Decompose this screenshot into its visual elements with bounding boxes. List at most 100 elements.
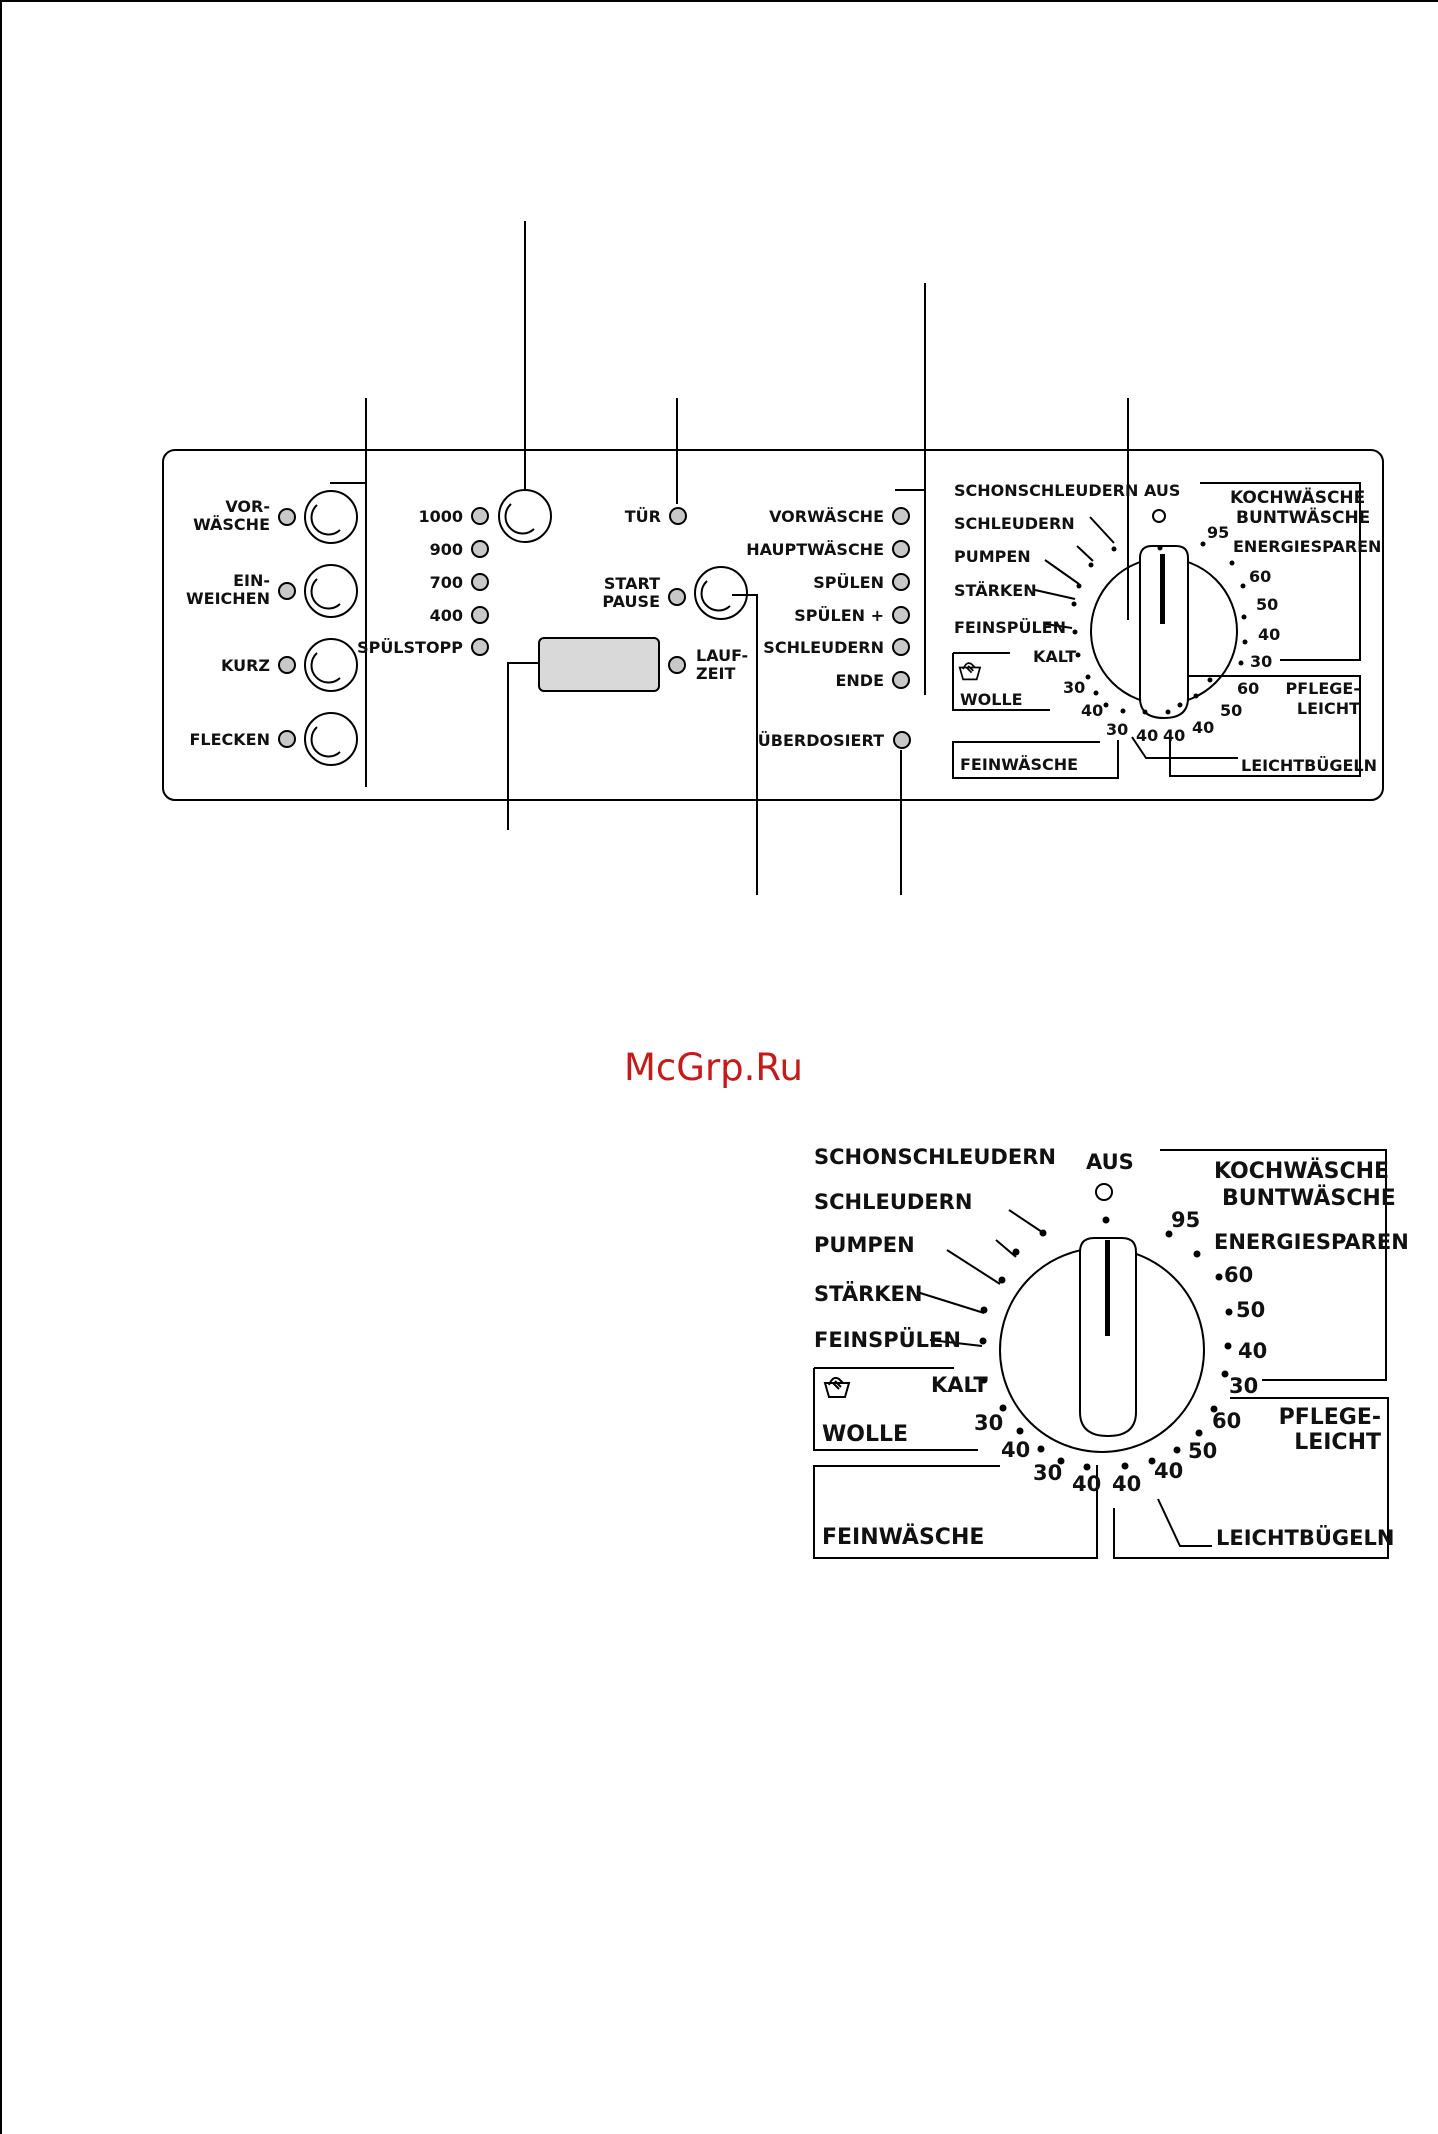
large-dial-dot-11 — [1121, 1462, 1129, 1470]
large-leicht-temp-40: 40 — [1112, 1472, 1141, 1496]
large-pflege-temp-50: 50 — [1188, 1439, 1217, 1463]
large-dial-dot-19 — [1215, 1273, 1223, 1281]
speed-700-label: 700 — [430, 573, 463, 592]
spuelstopp-led — [471, 638, 489, 656]
spuelstopp-label: SPÜLSTOPP — [357, 638, 463, 657]
large-fein-temp-30: 30 — [1033, 1461, 1062, 1485]
large-buntwaesche-label: BUNTWÄSCHE — [1222, 1185, 1396, 1211]
wool-handwash-icon-large — [823, 1376, 851, 1398]
small-dial-dot-1 — [1088, 562, 1094, 568]
speed-400-label: 400 — [430, 606, 463, 625]
large-dial-dot-6 — [999, 1404, 1007, 1412]
large-feinspuelen-label: FEINSPÜLEN — [814, 1327, 961, 1352]
large-dial-frames — [813, 1149, 1389, 1559]
start-pause-led — [668, 588, 686, 606]
program-position-dots — [979, 541, 1248, 1471]
einweichen-led — [278, 582, 296, 600]
large-dial-dot-9 — [1057, 1457, 1065, 1465]
small-aus-indicator — [1152, 509, 1166, 523]
small-dial-dot-17 — [1241, 614, 1247, 620]
small-dial-dot-20 — [1200, 541, 1206, 547]
small-pointer-slot — [1160, 554, 1165, 624]
small-dial-dot-7 — [1093, 690, 1099, 696]
speed-900-led — [471, 540, 489, 558]
speed-knob[interactable] — [498, 489, 552, 543]
small-pflege-label: PFLEGE- — [1286, 679, 1360, 698]
large-energiesparen-label: ENERGIESPAREN — [1214, 1230, 1409, 1254]
large-feinwaesche-label: FEINWÄSCHE — [822, 1524, 984, 1550]
large-wolle-temp-40: 40 — [1001, 1438, 1030, 1462]
speed-1000-label: 1000 — [418, 507, 463, 526]
large-dial-dot-21 — [1165, 1230, 1173, 1238]
large-dial-dot-5 — [980, 1376, 988, 1384]
small-dial-frames — [952, 482, 1361, 779]
laufzeit-label-1: LAUF- — [696, 646, 748, 665]
start-label: START — [604, 574, 660, 593]
flecken-label: FLECKEN — [189, 730, 270, 749]
control-panel-outline — [162, 449, 1384, 801]
small-dial-dot-15 — [1238, 660, 1244, 666]
small-dial-pointer — [1139, 545, 1189, 720]
vorwaesche-led — [278, 508, 296, 526]
phase-spuelen-plus-led — [892, 606, 910, 624]
small-temp-40: 40 — [1258, 625, 1280, 644]
ueberdosiert-label: ÜBERDOSIERT — [758, 731, 884, 750]
large-dial-dot-4 — [979, 1337, 987, 1345]
tuer-led — [669, 507, 687, 525]
phase-spuelen-plus-label: SPÜLEN + — [794, 606, 884, 625]
small-feinwaesche-label: FEINWÄSCHE — [960, 755, 1078, 774]
laufzeit-label-2: ZEIT — [696, 664, 735, 683]
small-feinspuelen-label: FEINSPÜLEN — [954, 618, 1066, 637]
speed-1000-led — [471, 507, 489, 525]
phase-spuelen-label: SPÜLEN — [813, 573, 884, 592]
small-dial-dot-6 — [1085, 674, 1091, 680]
phase-schleudern-label: SCHLEUDERN — [763, 638, 884, 657]
large-dial-dot-8 — [1037, 1445, 1045, 1453]
large-dial-dot-12 — [1148, 1457, 1156, 1465]
speed-700-led — [471, 573, 489, 591]
large-dial-dot-7 — [1016, 1427, 1024, 1435]
phase-hauptwaesche-label: HAUPTWÄSCHE — [746, 540, 884, 559]
small-wolle-label: WOLLE — [960, 690, 1023, 709]
small-kalt-label: KALT — [1033, 647, 1076, 666]
einweichen-knob[interactable] — [304, 564, 358, 618]
kurz-knob[interactable] — [304, 638, 358, 692]
callout-lines — [330, 221, 1129, 895]
large-dial-dot-3 — [980, 1306, 988, 1314]
large-dial-dot-10 — [1083, 1463, 1091, 1471]
small-dial-dot-16 — [1242, 639, 1248, 645]
large-dial-dot-22 — [1102, 1216, 1110, 1224]
phase-ende-led — [892, 671, 910, 689]
large-staerken-label: STÄRKEN — [814, 1281, 922, 1306]
large-pointer-slot — [1105, 1240, 1110, 1336]
small-schonschleudern-label: SCHONSCHLEUDERN — [954, 481, 1138, 500]
small-dial-dot-8 — [1103, 702, 1109, 708]
small-temp-50: 50 — [1256, 595, 1278, 614]
small-temp-95: 95 — [1207, 523, 1229, 542]
large-pflege-label: PFLEGE- — [1279, 1405, 1381, 1430]
ueberdosiert-led — [893, 731, 911, 749]
large-kochwaesche-label: KOCHWÄSCHE — [1214, 1158, 1389, 1184]
large-dial-dot-18 — [1225, 1308, 1233, 1316]
flecken-knob[interactable] — [304, 712, 358, 766]
large-temp-95: 95 — [1171, 1208, 1200, 1232]
speed-400-led — [471, 606, 489, 624]
phase-schleudern-led — [892, 638, 910, 656]
large-wolle-temp-30: 30 — [974, 1411, 1003, 1435]
start-pause-knob[interactable] — [694, 566, 748, 620]
large-pflege-temp-40: 40 — [1154, 1459, 1183, 1483]
wool-handwash-icon — [958, 662, 982, 681]
einweichen-label-2: WEICHEN — [186, 589, 270, 608]
large-aus-indicator — [1095, 1183, 1113, 1201]
small-dial-dot-0 — [1111, 546, 1117, 552]
large-dial-dot-17 — [1224, 1342, 1232, 1350]
large-temp-60: 60 — [1224, 1263, 1253, 1287]
small-dial-dot-21 — [1157, 545, 1163, 551]
small-staerken-label: STÄRKEN — [954, 581, 1037, 600]
large-dial-dot-0 — [1039, 1229, 1047, 1237]
large-aus-label: AUS — [1086, 1150, 1134, 1174]
vorwaesche-knob[interactable] — [304, 490, 358, 544]
small-pflege-temp-60: 60 — [1237, 679, 1259, 698]
large-schonschleudern-label: SCHONSCHLEUDERN — [814, 1145, 1056, 1169]
